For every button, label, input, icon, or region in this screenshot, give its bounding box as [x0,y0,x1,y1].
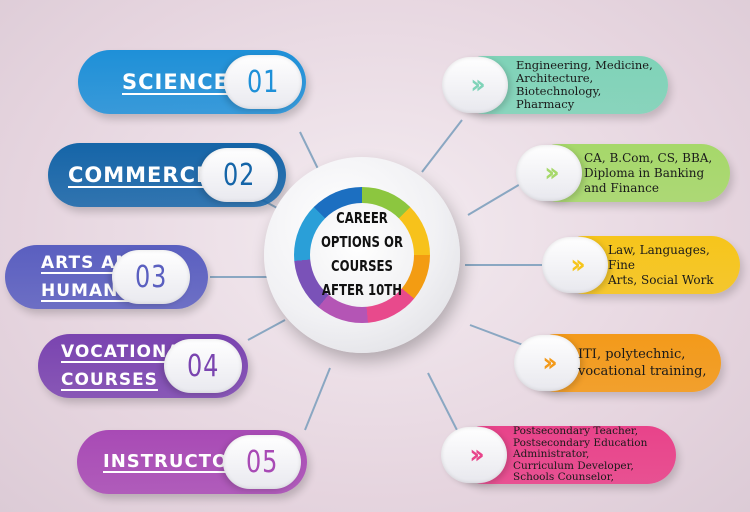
outcome-text-line: Curriculum Developer, [513,459,634,472]
double-chevron-icon: ›› [516,145,582,201]
outcome-text-line: Administrator, [513,448,590,461]
connector-line [299,131,321,174]
stream-pill[interactable]: VOCATIONAL COURSES 04 [38,334,248,398]
outcome-text-line: Arts, Social Work [608,272,714,287]
stream-number: 05 [245,444,279,480]
outcome-pill[interactable]: ›› Postsecondary Teacher,Postsecondary Ed… [441,426,676,484]
outcome-pill[interactable]: ›› ITI, polytechnic, vocational training, [514,334,721,392]
connector-line [421,119,463,173]
center-title-line: CAREER [336,209,388,227]
stream-number-badge: 04 [164,339,242,393]
outcome-pill[interactable]: ›› Engineering, Medicine,Architecture,Bio… [442,56,668,114]
double-chevron-icon: ›› [514,335,580,391]
double-chevron-glyph: ›› [570,250,586,280]
stream-label-line: VOCATIONAL [61,342,194,362]
stream-number: 01 [246,64,280,100]
connector-line [467,182,523,216]
stream-label-line: SCIENCE [122,70,230,94]
double-chevron-glyph: ›› [470,70,486,100]
outcome-text-line: Postsecondary Education [513,436,648,449]
outcome-text-line: vocational training, [578,364,707,379]
stream-pill[interactable]: COMMERCE 02 [48,143,286,207]
stream-label: INSTRUCTOR [103,430,243,494]
outcome-text-line: Diploma in Banking [584,165,705,180]
center-disc [310,203,414,307]
center-title-line: AFTER 10TH [321,281,403,299]
stream-label: COMMERCE [68,143,211,207]
center-title-line: COURSES [331,257,393,275]
stream-number-badge: 05 [223,435,301,489]
stream-label-line: COMMERCE [68,163,212,187]
outcome-text: ITI, polytechnic, vocational training, [578,334,707,392]
double-chevron-glyph: ›› [469,440,485,470]
outcome-text-line: and Finance [584,180,659,195]
stream-label: VOCATIONAL COURSES [61,334,193,398]
connector-line [247,319,286,341]
double-chevron-glyph: ›› [544,158,560,188]
connector-line [304,367,331,431]
stream-number-badge: 01 [224,55,302,109]
stream-label: SCIENCE [122,50,229,114]
stream-label-line: INSTRUCTOR [103,451,244,472]
stream-number: 04 [186,348,220,384]
outcome-text-line: Architecture, [516,71,594,85]
stream-number-badge: 02 [200,148,278,202]
double-chevron-icon: ›› [441,427,507,483]
stream-number: 02 [222,157,256,193]
outcome-text-line: CA, B.Com, CS, BBA, [584,150,713,165]
outcome-text-line: Schools Counselor, [513,471,614,484]
stream-number-badge: 03 [112,250,190,304]
outcome-text: Engineering, Medicine,Architecture,Biote… [516,56,653,114]
double-chevron-glyph: ›› [542,348,558,378]
stream-label-line: COURSES [61,370,158,390]
outcome-text-line: ITI, polytechnic, [578,347,686,362]
stream-pill[interactable]: SCIENCE 01 [78,50,306,114]
stream-number: 03 [134,259,168,295]
outcome-text: Postsecondary Teacher,Postsecondary Educ… [513,426,647,484]
connector-line [469,324,524,346]
outcome-text-line: Law, Languages, Fine [608,242,710,272]
outcome-text-line: Engineering, Medicine, [516,58,653,72]
double-chevron-icon: ›› [442,57,508,113]
center-title-line: OPTIONS OR [320,233,404,251]
outcome-text-line: Pharmacy [516,97,575,111]
center-title: CAREER OPTIONS OR COURSES AFTER 10TH [314,206,411,302]
double-chevron-icon: ›› [542,237,608,293]
outcome-text-line: Postsecondary Teacher, [513,425,639,438]
outcome-text-line: Biotechnology, [516,84,602,98]
